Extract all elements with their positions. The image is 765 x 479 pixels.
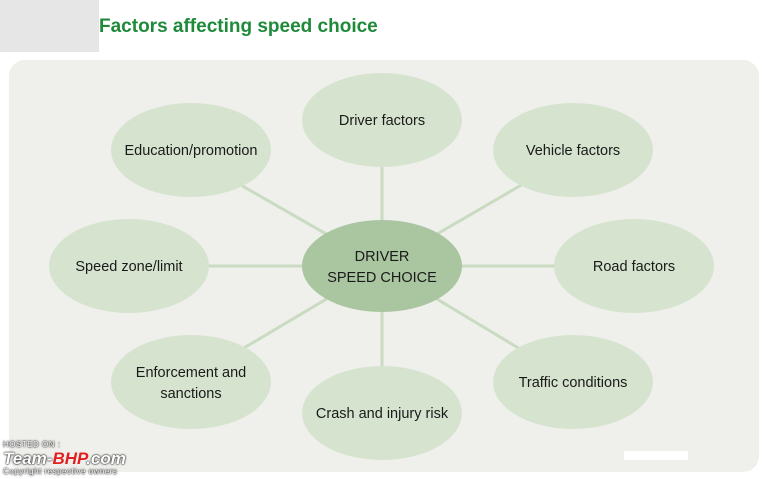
node-vehicle-factors-label: Vehicle factors	[526, 143, 620, 159]
node-traffic-conditions: Traffic conditions	[493, 335, 653, 429]
node-driver-factors: Driver factors	[302, 73, 462, 167]
node-vehicle-factors: Vehicle factors	[493, 103, 653, 197]
watermark-logo-suffix: .com	[86, 449, 126, 468]
watermark-logo-highlight: BHP	[52, 449, 87, 468]
center-node: DRIVER SPEED CHOICE	[302, 220, 462, 312]
watermark: HOSTED ON : Team-BHP.com Copyright respe…	[3, 441, 126, 476]
node-enforcement-label-line2: sanctions	[160, 386, 221, 402]
node-crash-injury-risk: Crash and injury risk	[302, 366, 462, 460]
node-crash-injury-risk-label: Crash and injury risk	[316, 406, 449, 422]
white-strip	[624, 451, 688, 460]
node-traffic-conditions-label: Traffic conditions	[519, 375, 628, 391]
node-enforcement-label-line1: Enforcement and	[136, 365, 246, 381]
node-driver-factors-label: Driver factors	[339, 113, 425, 129]
watermark-logo-prefix: Team-	[3, 449, 53, 468]
node-education-label: Education/promotion	[125, 143, 258, 159]
node-road-factors: Road factors	[554, 219, 714, 313]
page-title: Factors affecting speed choice	[99, 16, 378, 37]
node-speed-zone: Speed zone/limit	[49, 219, 209, 313]
node-road-factors-label: Road factors	[593, 259, 675, 275]
watermark-logo: Team-BHP.com	[3, 450, 126, 467]
node-enforcement: Enforcement and sanctions	[111, 335, 271, 429]
node-speed-zone-label: Speed zone/limit	[75, 259, 182, 275]
center-label-line1: DRIVER	[355, 249, 410, 265]
node-education: Education/promotion	[111, 103, 271, 197]
corner-block	[0, 0, 99, 52]
watermark-hosted-on: HOSTED ON :	[3, 440, 61, 449]
watermark-copyright: Copyright respective owners	[3, 467, 118, 476]
center-label-line2: SPEED CHOICE	[327, 270, 437, 286]
